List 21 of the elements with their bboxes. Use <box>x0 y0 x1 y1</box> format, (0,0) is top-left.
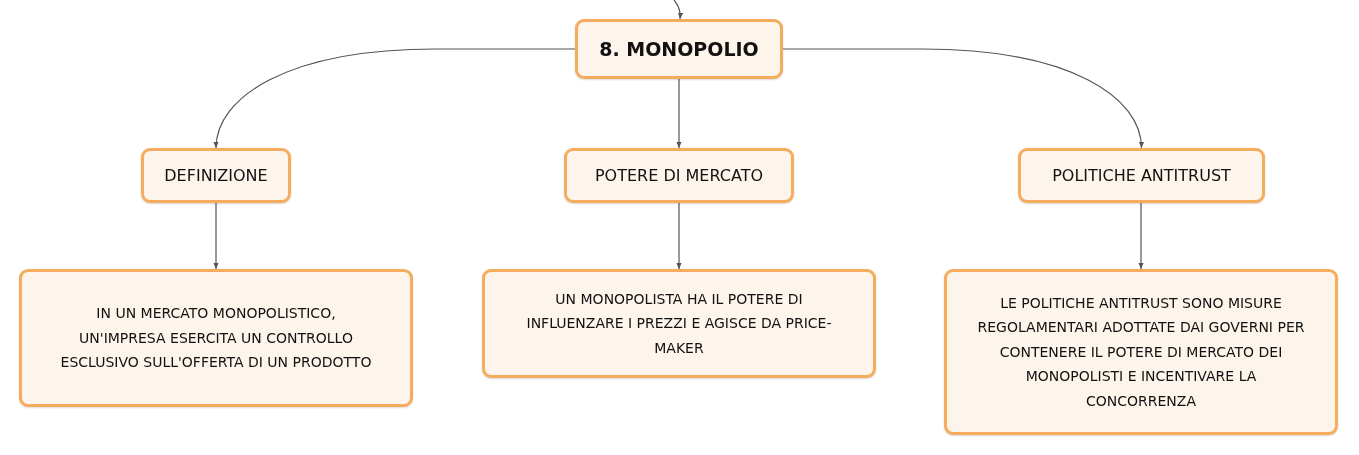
arrow <box>673 0 684 20</box>
description-box <box>19 269 413 407</box>
node-title: POLITICHE ANTITRUST <box>1052 165 1231 186</box>
arrow <box>214 48 576 149</box>
arrow <box>1138 202 1144 270</box>
arrow <box>782 48 1144 149</box>
topic-box <box>575 19 783 79</box>
description-box <box>482 269 876 378</box>
subtopic-box <box>564 148 794 203</box>
arrow <box>676 78 682 149</box>
node-description: UN MONOPOLISTA HA IL POTERE DI INFLUENZARE I PREZZI E AGISCE DA PRICE-MAKER <box>525 289 833 358</box>
arrow <box>213 202 219 270</box>
node-title: POTERE DI MERCATO <box>594 165 763 186</box>
description-box <box>944 269 1338 435</box>
node-description: LE POLITICHE ANTITRUST SONO MISURE REGOLAMENTARI ADOTTATE DAI GOVERNI PER CONTENERE IL POTERE DI MERCATO DEI MONOPOLISTI E INCENTIVARE LA CONCORRENZA <box>976 293 1306 411</box>
subtopic-box <box>141 148 291 203</box>
node-description: IN UN MERCATO MONOPOLISTICO, UN'IMPRESA ESERCITA UN CONTROLLO ESCLUSIVO SULL'OFFERTA DI UN PRODOTTO <box>59 304 373 373</box>
subtopic-box <box>1018 148 1265 203</box>
node-title: DEFINIZIONE <box>164 165 268 186</box>
node-title: 8. MONOPOLIO <box>599 37 759 61</box>
arrow <box>676 202 682 270</box>
